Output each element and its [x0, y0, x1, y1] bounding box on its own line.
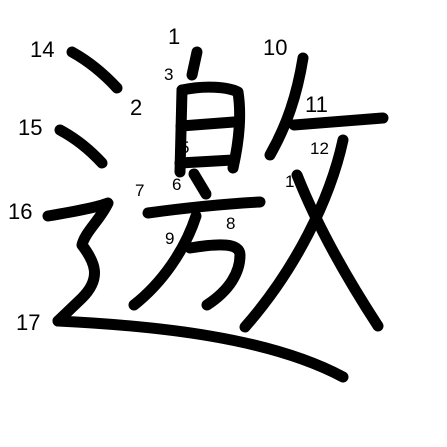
- stroke-number-16: 16: [8, 199, 32, 224]
- stroke-number-2: 2: [130, 95, 142, 120]
- stroke-number-12: 12: [310, 139, 329, 158]
- stroke-number-4: 4: [176, 104, 185, 123]
- stroke-17: [52, 315, 349, 383]
- stroke-15: [54, 124, 108, 169]
- stroke-number-15: 15: [18, 115, 42, 140]
- stroke-8: [184, 239, 246, 311]
- stroke-number-11: 11: [305, 92, 328, 117]
- stroke-16: [42, 197, 114, 327]
- stroke-7: [142, 196, 266, 219]
- character-strokes: [42, 46, 389, 383]
- stroke-12: [239, 134, 349, 333]
- stroke-14: [66, 46, 123, 94]
- stroke-number-1: 1: [168, 24, 180, 49]
- stroke-number-17: 17: [16, 310, 40, 335]
- stroke-5: [174, 154, 239, 169]
- stroke-number-10: 10: [263, 35, 287, 60]
- stroke-number-8: 8: [226, 214, 235, 233]
- stroke-number-6: 6: [172, 175, 181, 194]
- stroke-number-13: 13: [285, 172, 304, 191]
- stroke-number-5: 5: [180, 138, 189, 157]
- stroke-number-14: 14: [30, 37, 54, 62]
- stroke-number-3: 3: [164, 65, 173, 84]
- stroke-1: [186, 46, 203, 81]
- stroke-number-7: 7: [135, 181, 144, 200]
- stroke-number-9: 9: [165, 229, 174, 248]
- stroke-11: [288, 112, 389, 131]
- stroke-10: [264, 52, 309, 161]
- stroke-6: [188, 168, 212, 200]
- stroke-number-labels: 1 2 3 4 5 6 7 8 9 10 11 12 13 14 15 16 1…: [8, 24, 329, 335]
- stroke-4: [175, 116, 240, 132]
- stroke-13: [291, 169, 384, 332]
- stroke-9: [128, 210, 202, 311]
- stroke-3: [176, 81, 246, 174]
